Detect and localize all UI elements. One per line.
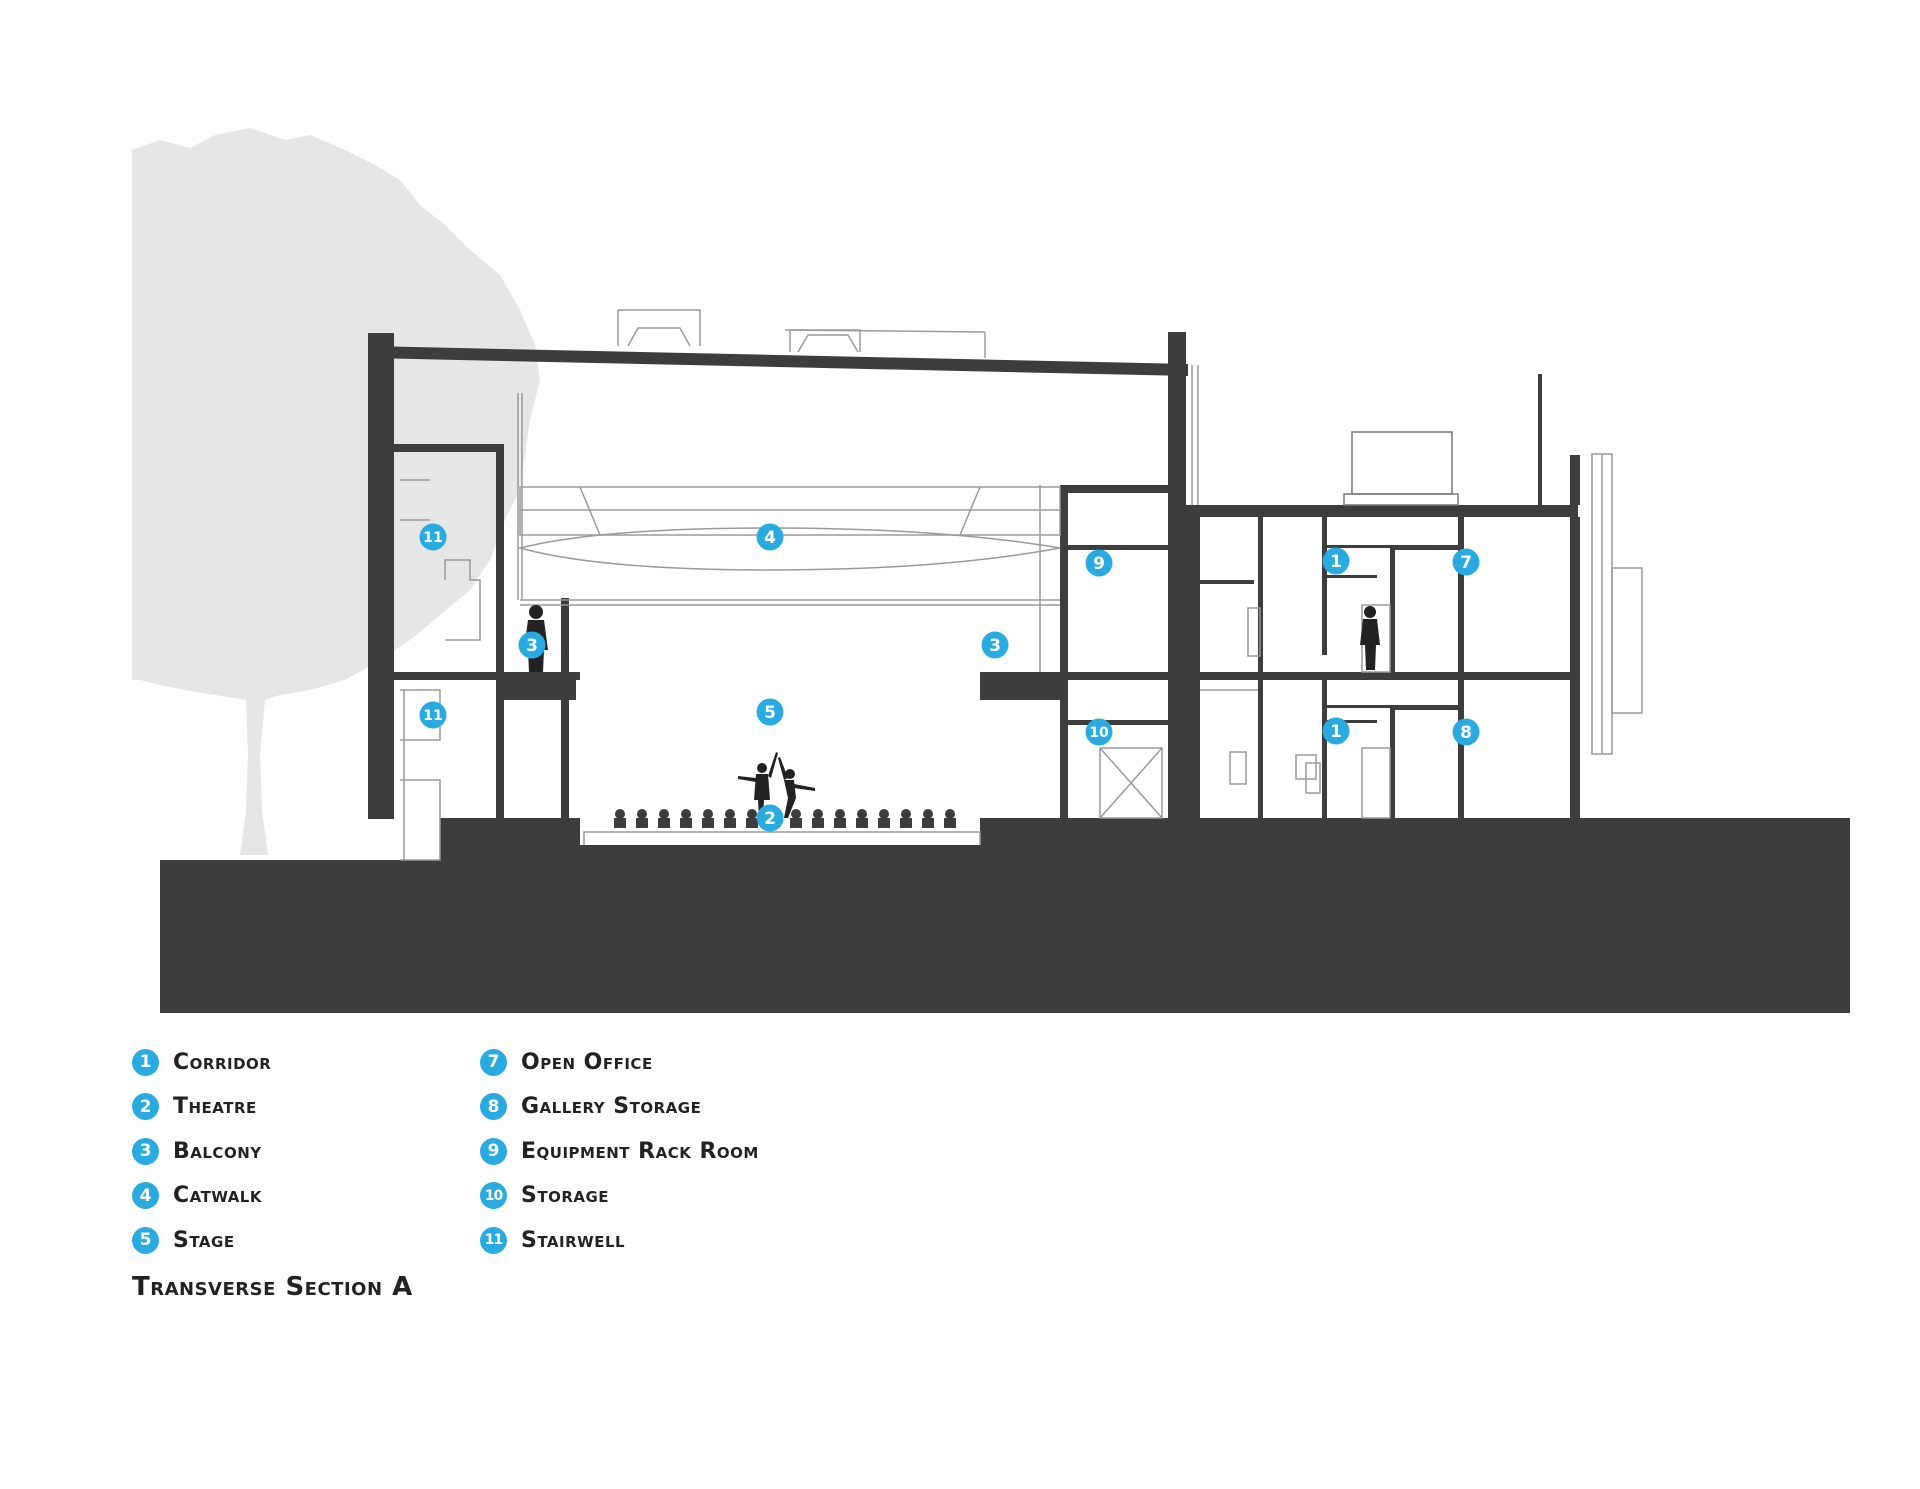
room-marker: 4: [756, 523, 784, 551]
room-marker: 10: [1085, 718, 1113, 746]
legend-item: 1 Corridor: [132, 1040, 271, 1085]
room-marker: 5: [756, 698, 784, 726]
legend-label: Stairwell: [521, 1227, 626, 1253]
room-marker: 3: [518, 631, 546, 659]
svg-text:11: 11: [423, 708, 442, 724]
legend-badge: 5: [132, 1226, 159, 1254]
room-marker: 7: [1452, 548, 1480, 576]
legend-label: Theatre: [173, 1094, 257, 1120]
legend-badge: 4: [132, 1182, 159, 1210]
legend-label: Catwalk: [173, 1183, 262, 1209]
legend-badge: 2: [132, 1093, 159, 1121]
legend-badge: 3: [132, 1137, 159, 1165]
legend-label: Gallery Storage: [521, 1094, 702, 1120]
svg-text:1: 1: [1330, 722, 1342, 742]
legend-item: 5 Stage: [132, 1218, 271, 1263]
svg-text:5: 5: [764, 703, 776, 723]
svg-text:2: 2: [764, 809, 776, 829]
legend-badge: 10: [480, 1182, 507, 1210]
room-marker: 11: [419, 701, 447, 729]
room-marker: 9: [1085, 549, 1113, 577]
legend-item: 2 Theatre: [132, 1085, 271, 1130]
legend-item: 9 Equipment Rack Room: [480, 1129, 759, 1174]
svg-text:3: 3: [989, 636, 1001, 656]
room-marker: 3: [981, 631, 1009, 659]
drawing-caption: Transverse Section A: [132, 1272, 413, 1302]
svg-text:11: 11: [423, 530, 442, 546]
legend-label: Storage: [521, 1183, 610, 1209]
legend-badge: 11: [480, 1226, 507, 1254]
svg-text:10: 10: [1089, 725, 1109, 741]
legend-item: 4 Catwalk: [132, 1174, 271, 1219]
legend-item: 8 Gallery Storage: [480, 1085, 759, 1130]
legend-item: 11 Stairwell: [480, 1218, 759, 1263]
linework: [400, 309, 1643, 861]
room-marker: 1: [1322, 717, 1350, 745]
svg-text:3: 3: [526, 636, 538, 656]
structure: [368, 332, 1580, 819]
svg-text:4: 4: [764, 528, 776, 548]
legend-column-right: 7 Open Office 8 Gallery Storage 9 Equipm…: [480, 1040, 759, 1263]
legend-item: 7 Open Office: [480, 1040, 759, 1085]
ground-mass: [160, 818, 1850, 1013]
legend: 1 Corridor 2 Theatre 3 Balcony 4 Catwalk…: [132, 1040, 1032, 1270]
room-marker: 1: [1322, 547, 1350, 575]
legend-item: 10 Storage: [480, 1174, 759, 1219]
room-marker: 11: [419, 523, 447, 551]
room-marker: 2: [756, 804, 784, 832]
legend-label: Open Office: [521, 1049, 653, 1075]
svg-text:7: 7: [1460, 553, 1472, 573]
legend-badge: 1: [132, 1048, 159, 1076]
legend-badge: 7: [480, 1048, 507, 1076]
svg-text:8: 8: [1460, 723, 1472, 743]
svg-text:1: 1: [1330, 552, 1342, 572]
svg-text:9: 9: [1093, 554, 1105, 574]
legend-badge: 9: [480, 1137, 507, 1165]
legend-item: 3 Balcony: [132, 1129, 271, 1174]
legend-badge: 8: [480, 1093, 507, 1121]
tree-silhouette: [132, 128, 540, 855]
human-figures: [524, 605, 1380, 818]
legend-label: Balcony: [173, 1138, 262, 1164]
legend-column-left: 1 Corridor 2 Theatre 3 Balcony 4 Catwalk…: [132, 1040, 271, 1263]
legend-label: Equipment Rack Room: [521, 1138, 759, 1164]
legend-label: Corridor: [173, 1049, 272, 1075]
legend-label: Stage: [173, 1227, 235, 1253]
room-marker: 8: [1452, 718, 1480, 746]
room-markers: 1 1 2 3 3 4 5 7: [419, 523, 1480, 832]
audience-seating: [614, 809, 956, 828]
